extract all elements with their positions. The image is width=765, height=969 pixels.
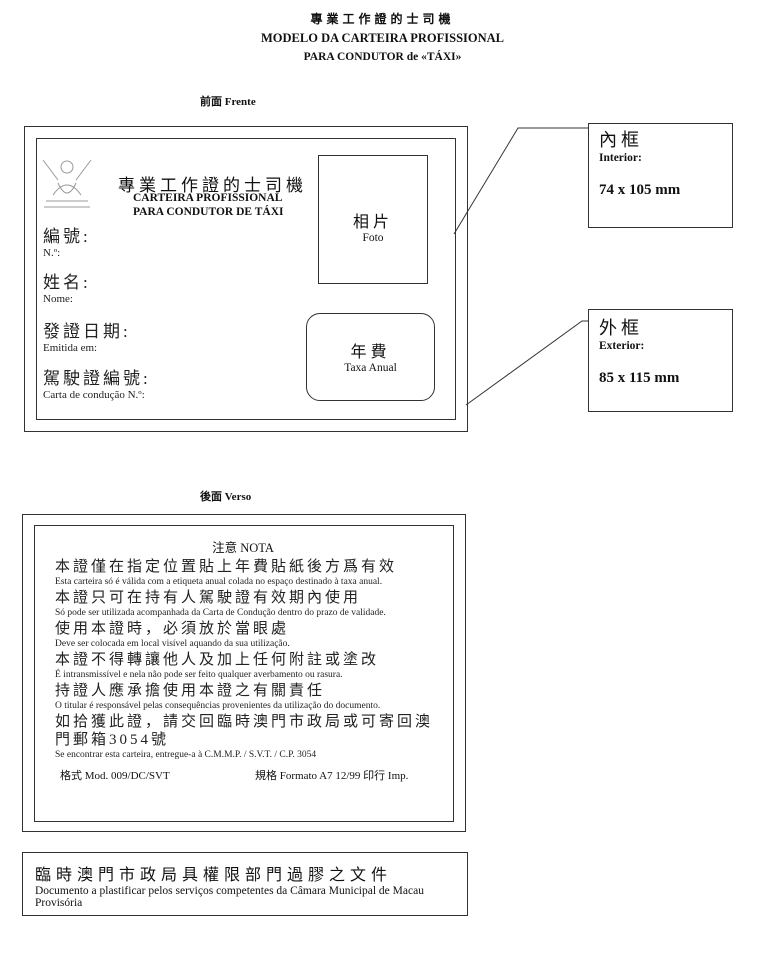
- field-label-pt: Carta de condução N.º:: [43, 389, 145, 401]
- exterior-label-pt: Exterior:: [599, 340, 645, 352]
- field-label-zh: 發證日期:: [43, 322, 131, 341]
- field-label-zh: 編號:: [43, 227, 91, 246]
- field-label-pt: Nome:: [43, 293, 73, 305]
- field-label-pt: Emitida em:: [43, 342, 98, 354]
- fee-label-pt: Taxa Anual: [344, 362, 397, 374]
- nota-item-pt: Só pode ser utilizada acompanhada da Car…: [55, 608, 386, 618]
- nota-item-zh: 本證只可在持有人駕駛證有效期內使用: [55, 590, 362, 606]
- macau-emblem-icon: [42, 159, 92, 208]
- field-name: 姓名:Nome:: [43, 268, 91, 305]
- nota-item-zh: 持證人應承擔使用本證之有關責任: [55, 683, 326, 699]
- nota-item-pt: Se encontrar esta carteira, entregue-a à…: [55, 750, 317, 760]
- field-issue-date: 發證日期:Emitida em:: [43, 317, 131, 354]
- field-label-pt: N.º:: [43, 247, 61, 259]
- back-outer-frame: [22, 514, 466, 832]
- interior-label-pt: Interior:: [599, 152, 642, 164]
- back-heading: 後面 Verso: [200, 491, 252, 503]
- fee-label-zh: 年費: [350, 344, 391, 361]
- exterior-dimension-box: 外框 Exterior: 85 x 115 mm: [588, 309, 733, 412]
- exterior-label-zh: 外框: [599, 318, 643, 338]
- header-subtitle-pt: PARA CONDUTOR de «TÁXI»: [303, 51, 462, 63]
- front-heading: 前面 Frente: [200, 96, 256, 108]
- note-pt: Documento a plastificar pelos serviços c…: [35, 885, 424, 909]
- card-title-pt-2: PARA CONDUTOR DE TÁXI: [133, 206, 284, 218]
- nota-item-pt: Esta carteira só é válida com a etiqueta…: [55, 577, 383, 587]
- interior-dimension-box: 內框 Interior: 74 x 105 mm: [588, 123, 733, 228]
- field-label-zh: 姓名:: [43, 273, 91, 292]
- header-title-pt: MODELO DA CARTEIRA PROFISSIONAL: [261, 31, 504, 45]
- annual-fee-box: 年費 Taxa Anual: [306, 313, 435, 401]
- nota-item-zh: 使用本證時，必須放於當眼處: [55, 621, 290, 637]
- photo-label-pt: Foto: [362, 232, 384, 244]
- nota-item-zh: 如拾獲此證，請交回臨時澳門市政局或可寄回澳門郵箱3054號: [55, 714, 434, 748]
- front-inner-frame: [36, 138, 456, 420]
- note-zh: 臨時澳門市政局具權限部門過膠之文件: [35, 867, 393, 884]
- nota-item-pt: O titular é responsável pelas consequênc…: [55, 701, 381, 711]
- field-label-zh: 駕駛證編號:: [43, 369, 151, 388]
- nota-item-zh: 本證不得轉讓他人及加上任何附註或塗改: [55, 652, 380, 668]
- interior-size: 74 x 105 mm: [599, 182, 681, 198]
- card-title-zh: 專業工作證的士司機: [118, 176, 307, 195]
- front-outer-frame: [24, 126, 468, 432]
- field-number: 編號:N.º:: [43, 222, 91, 259]
- photo-label-zh: 相片: [352, 214, 393, 231]
- card-title-pt-1: CARTEIRA PROFISSIONAL: [133, 192, 283, 204]
- format-model: 格式 Mod. 009/DC/SVT: [60, 770, 170, 782]
- plastification-note-box: 臨時澳門市政局具權限部門過膠之文件 Documento a plastifica…: [22, 852, 468, 916]
- field-license-number: 駕駛證編號:Carta de condução N.º:: [43, 364, 151, 401]
- photo-box: 相片 Foto: [318, 155, 428, 284]
- format-size-print: 規格 Formato A7 12/99 印行 Imp.: [255, 770, 409, 782]
- nota-item-zh: 本證僅在指定位置貼上年費貼紙後方爲有效: [55, 559, 398, 575]
- nota-item-pt: Deve ser colocada em local visível aquan…: [55, 639, 290, 649]
- exterior-size: 85 x 115 mm: [599, 370, 680, 386]
- nota-item-pt: É intransmissível e nela não pode ser fe…: [55, 670, 343, 680]
- nota-heading: 注意 NOTA: [212, 541, 274, 555]
- header-title-zh: 專業工作證的士司機: [310, 12, 455, 26]
- back-inner-frame: [34, 525, 454, 822]
- nota-list: 本證僅在指定位置貼上年費貼紙後方爲有效 Esta carteira só é vá…: [55, 558, 445, 762]
- interior-label-zh: 內框: [599, 130, 643, 150]
